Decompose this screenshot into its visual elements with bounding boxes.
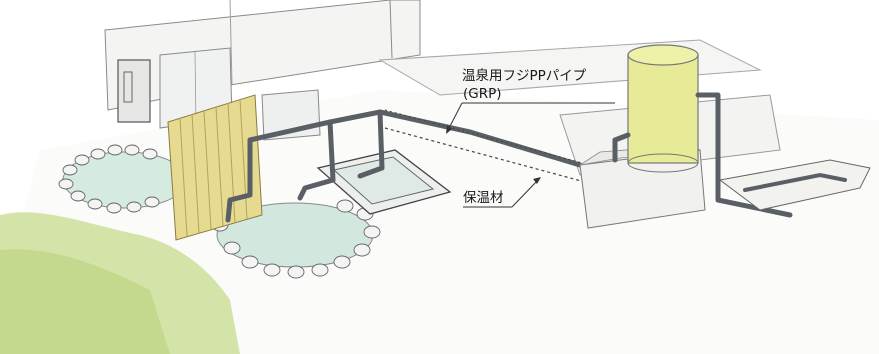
storage-tank: [627, 54, 699, 164]
wall-corner-line: [229, 0, 233, 86]
pipe-leader-line: [447, 102, 463, 131]
tank-bottom: [627, 153, 699, 173]
tank-pipes: [612, 92, 793, 218]
insulation-leader-arrow: [533, 177, 541, 184]
door-window: [123, 71, 133, 103]
tank-top: [627, 44, 699, 66]
pipe-leader-arrow: [446, 125, 452, 134]
drain-channel: [718, 159, 871, 211]
insulation-label: 保温材: [463, 190, 504, 206]
wall-edge-line: [389, 0, 393, 59]
pipe-label: 温泉用フジPPパイプ: [462, 68, 587, 84]
insulation-run: [384, 127, 586, 183]
door: [117, 59, 151, 123]
window-mullion: [194, 51, 197, 125]
basin-inner: [332, 156, 435, 205]
bamboo-fence: [167, 94, 263, 241]
drain-pipe: [743, 172, 847, 192]
pipe-label-subtitle: (GRP): [463, 86, 502, 102]
pipe-edge-dotted: [384, 109, 591, 166]
fence-slats: [179, 98, 248, 237]
insulation-leader-line: [511, 179, 539, 208]
grass-dark: [0, 249, 170, 354]
